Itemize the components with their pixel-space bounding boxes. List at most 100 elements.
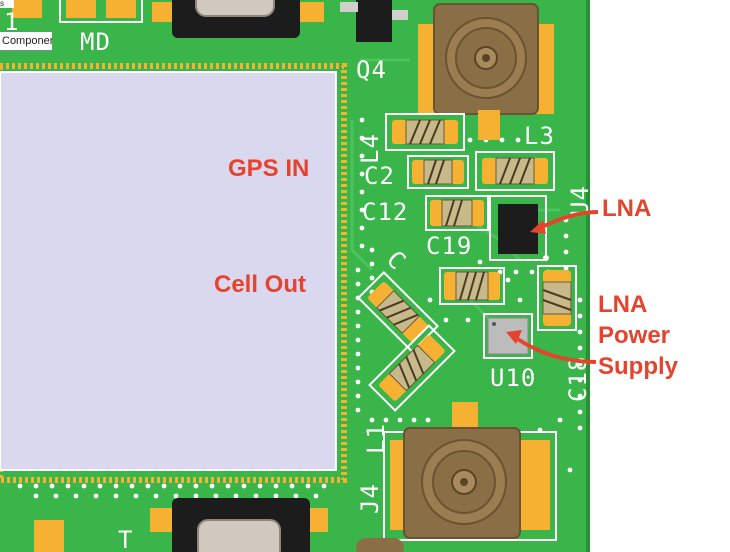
via	[397, 417, 403, 423]
via	[113, 483, 119, 489]
via	[33, 493, 39, 499]
via	[359, 135, 365, 141]
silk-l3: L3	[524, 122, 555, 150]
via	[209, 483, 215, 489]
silk-md: MD	[80, 28, 111, 56]
annotation-lna-supply-2: Power	[598, 322, 671, 349]
via	[145, 483, 151, 489]
via	[133, 493, 139, 499]
via	[577, 409, 583, 415]
via	[369, 247, 375, 253]
via	[505, 277, 511, 283]
via-field	[17, 117, 583, 499]
lna-arrow-head	[530, 220, 546, 234]
silk-c2: C2	[364, 162, 395, 190]
via	[81, 483, 87, 489]
silk-c19: C19	[426, 232, 472, 260]
silk-j4: J4	[356, 483, 384, 514]
pcb-edge	[586, 0, 590, 552]
silk-t: T	[118, 526, 133, 552]
capacitor-mid	[439, 267, 505, 305]
via	[577, 425, 583, 431]
inductor-l1	[368, 324, 456, 412]
via	[465, 317, 471, 323]
via	[233, 493, 239, 499]
via	[257, 483, 263, 489]
via	[359, 189, 365, 195]
power-supply-arrow-head	[506, 330, 522, 344]
silk-u10: U10	[490, 364, 536, 392]
via	[313, 493, 319, 499]
via	[529, 269, 535, 275]
via	[289, 483, 295, 489]
via	[193, 483, 199, 489]
silk-q4: Q4	[356, 56, 387, 84]
via	[355, 309, 361, 315]
silk-c12: C12	[362, 198, 408, 226]
via	[359, 207, 365, 213]
coax-connector-top	[418, 3, 554, 140]
tactile-switch-bottom	[150, 498, 328, 552]
top-pad-outline	[59, 0, 143, 23]
tactile-switch-top	[172, 0, 300, 38]
via	[113, 493, 119, 499]
capacitor-c18	[537, 265, 577, 331]
via	[577, 329, 583, 335]
via	[153, 493, 159, 499]
via	[513, 269, 519, 275]
via	[17, 483, 23, 489]
via	[53, 493, 59, 499]
lna-arrow	[539, 210, 599, 230]
via	[49, 483, 55, 489]
via	[411, 417, 417, 423]
via	[293, 493, 299, 499]
power-chip-u10	[483, 313, 533, 359]
via	[241, 483, 247, 489]
annotation-gps-in: GPS IN	[228, 155, 310, 182]
via	[213, 493, 219, 499]
via	[305, 483, 311, 489]
via	[557, 417, 563, 423]
lna-chip-u4	[489, 195, 549, 261]
via	[355, 379, 361, 385]
via	[65, 483, 71, 489]
via	[161, 483, 167, 489]
coax-connector-j4	[383, 402, 557, 541]
annotation-cell-out: Cell Out	[214, 271, 307, 298]
via	[33, 483, 39, 489]
annotation-lna-supply-1: LNA	[598, 291, 648, 318]
via	[225, 483, 231, 489]
via	[355, 281, 361, 287]
via	[93, 493, 99, 499]
via	[97, 483, 103, 489]
via	[563, 233, 569, 239]
cellular-module	[0, 63, 347, 483]
via	[321, 483, 327, 489]
via	[499, 137, 505, 143]
via	[359, 153, 365, 159]
via	[517, 297, 523, 303]
power-supply-arrow	[514, 336, 597, 364]
via	[369, 417, 375, 423]
via	[427, 297, 433, 303]
via	[369, 261, 375, 267]
annotation-lna-supply-3: Supply	[598, 353, 679, 380]
top-pad	[66, 0, 96, 18]
via	[359, 225, 365, 231]
silk-l4: L4	[356, 133, 384, 164]
via	[577, 345, 583, 351]
via	[577, 313, 583, 319]
via	[273, 493, 279, 499]
via	[359, 117, 365, 123]
bottom-circle	[356, 538, 404, 552]
transistor-q4	[340, 0, 408, 42]
via	[253, 493, 259, 499]
via	[425, 417, 431, 423]
via	[359, 171, 365, 177]
via	[355, 337, 361, 343]
bottom-pad	[34, 520, 64, 552]
via	[577, 377, 583, 383]
via	[177, 483, 183, 489]
via	[355, 393, 361, 399]
